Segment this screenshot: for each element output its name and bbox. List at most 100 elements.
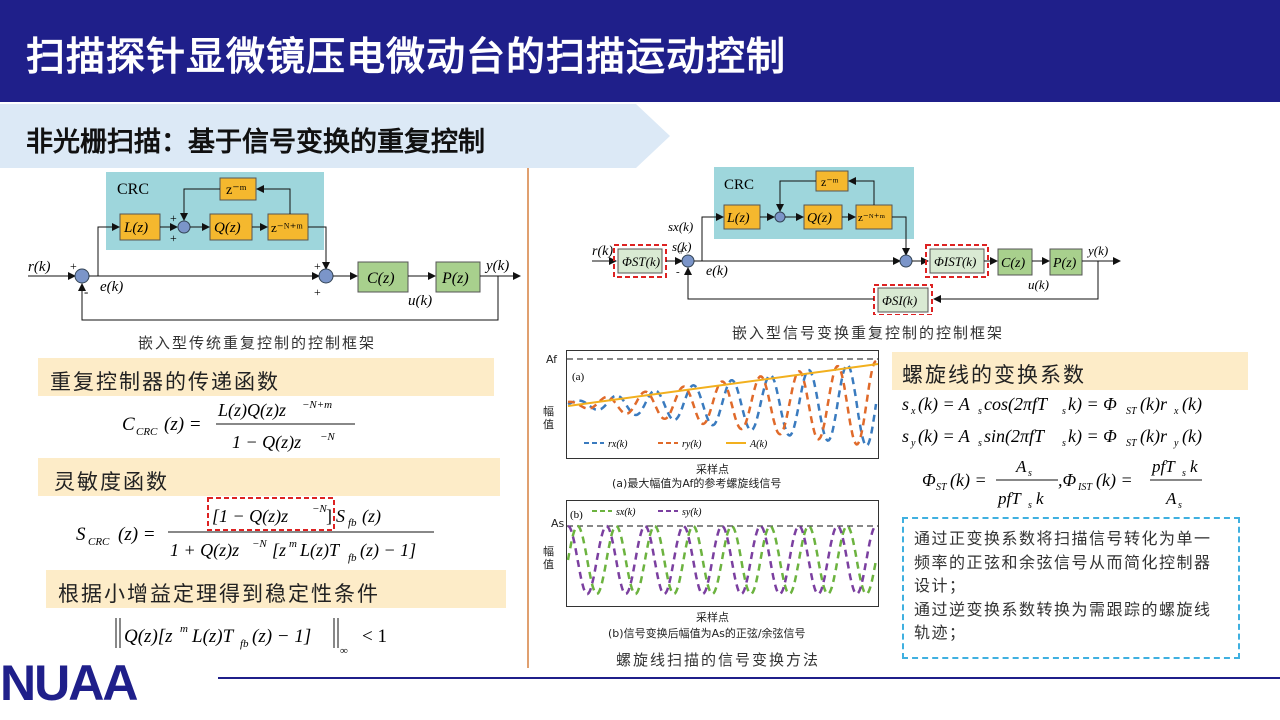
y-signal-right: y(k)	[1086, 243, 1108, 258]
svg-text:IST: IST	[1077, 482, 1093, 493]
e-signal-right: e(k)	[706, 264, 728, 279]
svg-text:∞: ∞	[340, 645, 348, 657]
svg-text:CRC: CRC	[88, 536, 110, 548]
zm-block: z⁻ᵐ	[226, 183, 247, 198]
svg-text:−N: −N	[320, 431, 335, 443]
Q-block: Q(z)	[214, 220, 241, 236]
chart-a-caption: (a)最大幅值为Af的参考螺旋线信号	[612, 477, 782, 490]
chart-a-xlabel: 采样点	[696, 463, 729, 476]
svg-text:ST: ST	[936, 482, 948, 493]
ry-series	[567, 359, 877, 446]
svg-text:s: s	[1028, 468, 1032, 479]
svg-text:+: +	[70, 259, 77, 273]
chart-b-caption: (b)信号变换后幅值为As的正弦/余弦信号	[608, 627, 806, 640]
method-caption: 螺旋线扫描的信号变换方法	[616, 651, 821, 669]
chart-b-xlabel: 采样点	[696, 611, 729, 624]
svg-text:+: +	[678, 246, 684, 258]
chart-b-panel: (b)	[570, 509, 583, 521]
svg-text:s: s	[978, 406, 982, 417]
svg-text:(z) =: (z) =	[118, 524, 156, 545]
section-title-sensitivity: 灵敏度函数	[54, 470, 169, 494]
svg-text:(k) =: (k) =	[1096, 470, 1133, 491]
svg-text:s: s	[1182, 468, 1186, 479]
section-title-stability: 根据小增益定理得到稳定性条件	[58, 582, 380, 606]
chart-b: (b) sx(k) sy(k)	[566, 500, 879, 607]
svg-text:(z) − 1]: (z) − 1]	[360, 540, 416, 561]
phi-si-block: ΦSI(k)	[882, 293, 917, 308]
svg-text:+: +	[314, 285, 321, 299]
svg-text:sin(2πfT: sin(2πfT	[984, 426, 1046, 447]
P-block: P(z)	[441, 270, 469, 287]
svg-text:,Φ: ,Φ	[1058, 470, 1077, 490]
svg-text:C: C	[122, 414, 135, 435]
section-band-1	[38, 358, 494, 396]
svg-text:fb: fb	[348, 517, 357, 529]
svg-text:(z) =: (z) =	[164, 414, 202, 435]
chart-a-panel: (a)	[572, 371, 585, 383]
svg-text:+: +	[170, 231, 177, 245]
svg-text:−N: −N	[312, 503, 327, 515]
right-block-diagram: CRC z⁻ᵐ L(z) Q(z) z⁻ᴺ⁺ᵐ r(k) ΦST(k) sx(k…	[592, 167, 1121, 315]
L-block-right: L(z)	[726, 211, 750, 226]
rx-series	[567, 363, 878, 448]
svg-text:+: +	[170, 211, 177, 225]
svg-text:s: s	[1062, 406, 1066, 417]
svg-text:x: x	[1173, 406, 1179, 417]
svg-text:(k)r: (k)r	[1140, 426, 1168, 447]
svg-text:s: s	[902, 426, 909, 446]
svg-text:[1 − Q(z)z: [1 − Q(z)z	[212, 506, 288, 527]
svg-text:(k) = A: (k) = A	[918, 426, 971, 447]
legend-sy: sy(k)	[682, 507, 702, 518]
C-block-right: C(z)	[1001, 256, 1025, 271]
svg-text:k) = Φ: k) = Φ	[1068, 426, 1117, 447]
chart-b-ylabel: 幅值	[543, 545, 554, 571]
crc-label-right: CRC	[724, 177, 754, 193]
svg-text:pfT: pfT	[1151, 457, 1176, 476]
svg-text:A: A	[1015, 457, 1027, 476]
footer-line	[218, 677, 1280, 679]
section-title-transfer: 重复控制器的传递函数	[50, 370, 280, 394]
svg-text:−N+m: −N+m	[302, 399, 332, 411]
left-diagram-caption: 嵌入型传统重复控制的控制框架	[138, 334, 377, 352]
P-block-right: P(z)	[1052, 256, 1077, 271]
svg-text:Φ: Φ	[922, 470, 936, 490]
section-band-2	[38, 458, 500, 496]
e-signal: e(k)	[100, 279, 123, 295]
svg-text:s: s	[1062, 438, 1066, 449]
svg-text:[z: [z	[272, 540, 286, 560]
svg-text:fb: fb	[348, 552, 357, 564]
L-block: L(z)	[123, 220, 148, 236]
svg-text:ST: ST	[1126, 438, 1138, 449]
svg-text:pfT: pfT	[997, 489, 1022, 508]
svg-text:(k): (k)	[1182, 394, 1202, 415]
svg-text:x: x	[910, 406, 916, 417]
svg-text:+: +	[314, 259, 321, 273]
svg-text:m: m	[289, 538, 297, 550]
svg-text:Q(z)[z: Q(z)[z	[124, 626, 173, 647]
r-signal-right: r(k)	[592, 244, 613, 259]
column-divider	[527, 168, 529, 668]
svg-text:y: y	[910, 438, 916, 449]
svg-text:k: k	[1190, 457, 1198, 476]
svg-text:cos(2πfT: cos(2πfT	[984, 394, 1049, 415]
svg-text:L(z)T: L(z)T	[191, 626, 235, 647]
left-block-diagram: CRC z⁻ᵐ L(z) Q(z) z⁻ᴺ⁺ᵐ ++ r(k) +- e(k) …	[28, 172, 521, 321]
sx-series	[566, 524, 878, 596]
u-signal-right: u(k)	[1028, 277, 1049, 292]
svg-text:-: -	[676, 266, 680, 278]
chart-a-amp-label: Af	[546, 353, 558, 366]
zNm-block-right: z⁻ᴺ⁺ᵐ	[858, 212, 886, 224]
chart-a-ylabel: 幅值	[543, 405, 554, 431]
nuaa-logo: NUAA	[0, 655, 138, 711]
C-block: C(z)	[367, 270, 395, 287]
y-signal: y(k)	[484, 258, 509, 274]
svg-text:A: A	[1165, 489, 1177, 508]
sy-series	[567, 524, 877, 596]
right-diagram-caption: 嵌入型信号变换重复控制的控制框架	[732, 324, 1005, 342]
svg-text:L(z)Q(z)z: L(z)Q(z)z	[217, 400, 286, 421]
svg-text:s: s	[1028, 500, 1032, 511]
